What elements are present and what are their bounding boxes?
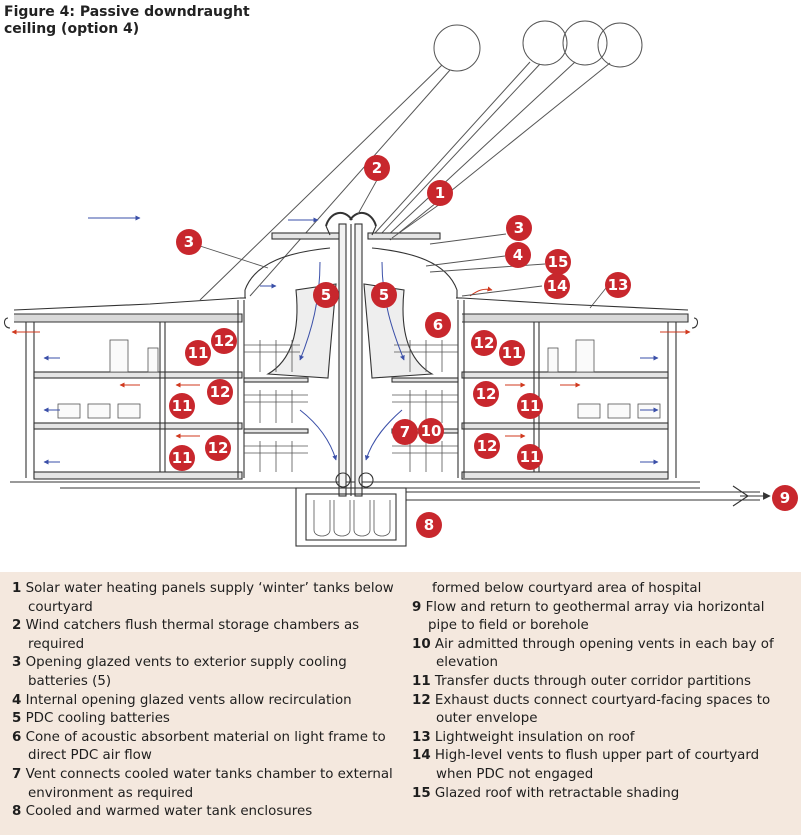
building-structure xyxy=(3,211,771,547)
marker-4: 4 xyxy=(505,242,531,268)
sun-group xyxy=(199,20,643,301)
legend-item: 2 Wind catchers flush thermal storage ch… xyxy=(12,618,360,652)
marker-15: 15 xyxy=(545,249,571,275)
svg-text:14: 14 xyxy=(547,277,568,295)
marker-3-left: 3 xyxy=(176,229,202,255)
marker-5-right: 5 xyxy=(371,282,397,308)
marker-12-l1: 12 xyxy=(211,328,237,354)
legend-item: 11 Transfer ducts through outer corridor… xyxy=(412,673,751,689)
svg-text:2: 2 xyxy=(372,159,382,177)
legend-column-right: formed below courtyard area of hospital … xyxy=(412,580,797,803)
marker-2: 2 xyxy=(364,155,390,181)
legend-panel: 1 Solar water heating panels supply ‘win… xyxy=(0,572,801,835)
legend-item: 4 Internal opening glazed vents allow re… xyxy=(12,692,352,708)
marker-11-l2: 11 xyxy=(169,393,195,419)
svg-text:11: 11 xyxy=(520,397,541,415)
marker-11-r2: 11 xyxy=(517,393,543,419)
legend-item: 8 Cooled and warmed water tank enclosure… xyxy=(12,804,313,820)
marker-9: 9 xyxy=(772,485,798,511)
legend-item: 10 Air admitted through opening vents in… xyxy=(412,636,774,671)
legend-item: 7 Vent connects cooled water tanks chamb… xyxy=(12,766,393,801)
marker-14: 14 xyxy=(544,273,570,299)
sun-icon xyxy=(562,20,608,66)
legend-item: 3 Opening glazed vents to exterior suppl… xyxy=(12,655,347,689)
svg-text:12: 12 xyxy=(214,332,235,350)
svg-text:11: 11 xyxy=(172,397,193,415)
svg-text:10: 10 xyxy=(421,422,442,440)
legend-item: 13 Lightweight insulation on roof xyxy=(412,729,635,745)
svg-text:3: 3 xyxy=(184,233,194,251)
svg-text:13: 13 xyxy=(608,276,629,294)
sun-icon xyxy=(597,22,643,68)
legend-item: 6 Cone of acoustic absorbent material on… xyxy=(12,729,386,764)
leader-lines xyxy=(199,179,607,309)
markers: 1 2 3 3 4 15 14 13 5 5 6 12 11 12 11 12 … xyxy=(169,155,798,538)
legend-continuation: formed below courtyard area of hospital xyxy=(432,581,702,596)
marker-12-r3: 12 xyxy=(474,433,500,459)
legend-item: 12 Exhaust ducts connect courtyard-facin… xyxy=(412,692,771,727)
svg-text:12: 12 xyxy=(474,334,495,352)
svg-text:8: 8 xyxy=(424,516,434,534)
legend-item: 9 Flow and return to geothermal array vi… xyxy=(412,599,765,634)
svg-text:12: 12 xyxy=(476,385,497,403)
marker-7: 7 xyxy=(392,419,418,445)
legend-item: 5 PDC cooling batteries xyxy=(12,711,170,727)
svg-text:3: 3 xyxy=(514,219,524,237)
svg-text:4: 4 xyxy=(513,246,523,264)
marker-1: 1 xyxy=(427,180,453,206)
svg-text:1: 1 xyxy=(435,184,445,202)
svg-text:12: 12 xyxy=(477,437,498,455)
legend-item: 14 High-level vents to flush upper part … xyxy=(412,748,760,782)
svg-text:15: 15 xyxy=(548,253,569,271)
marker-12-r2: 12 xyxy=(473,381,499,407)
marker-13: 13 xyxy=(605,272,631,298)
legend-column-left: 1 Solar water heating panels supply ‘win… xyxy=(12,580,407,822)
marker-11-l1: 11 xyxy=(185,340,211,366)
svg-text:9: 9 xyxy=(780,489,790,507)
marker-12-l2: 12 xyxy=(207,379,233,405)
svg-text:12: 12 xyxy=(210,383,231,401)
sun-icon xyxy=(522,20,568,66)
marker-11-r3: 11 xyxy=(517,444,543,470)
svg-text:11: 11 xyxy=(172,449,193,467)
svg-text:12: 12 xyxy=(208,439,229,457)
cool-airflow-arrows xyxy=(43,261,659,465)
marker-11-r1: 11 xyxy=(499,340,525,366)
svg-text:5: 5 xyxy=(379,286,389,304)
svg-text:11: 11 xyxy=(502,344,523,362)
svg-text:11: 11 xyxy=(520,448,541,466)
marker-12-l3: 12 xyxy=(205,435,231,461)
legend-item: 1 Solar water heating panels supply ‘win… xyxy=(12,581,394,615)
svg-text:6: 6 xyxy=(433,316,443,334)
marker-11-l3: 11 xyxy=(169,445,195,471)
legend-item: 15 Glazed roof with retractable shading xyxy=(412,785,680,801)
marker-3-right: 3 xyxy=(506,215,532,241)
marker-12-r1: 12 xyxy=(471,330,497,356)
svg-text:11: 11 xyxy=(188,344,209,362)
marker-5-left: 5 xyxy=(313,282,339,308)
marker-8: 8 xyxy=(416,512,442,538)
marker-6: 6 xyxy=(425,312,451,338)
marker-10: 10 xyxy=(418,418,444,444)
svg-text:7: 7 xyxy=(400,423,410,441)
sun-icon xyxy=(433,24,481,72)
section-diagram: 1 2 3 3 4 15 14 13 5 5 6 12 11 12 11 12 … xyxy=(3,20,798,547)
svg-text:5: 5 xyxy=(321,286,331,304)
figure-title: Figure 4: Passive downdraught ceiling (o… xyxy=(4,4,250,37)
